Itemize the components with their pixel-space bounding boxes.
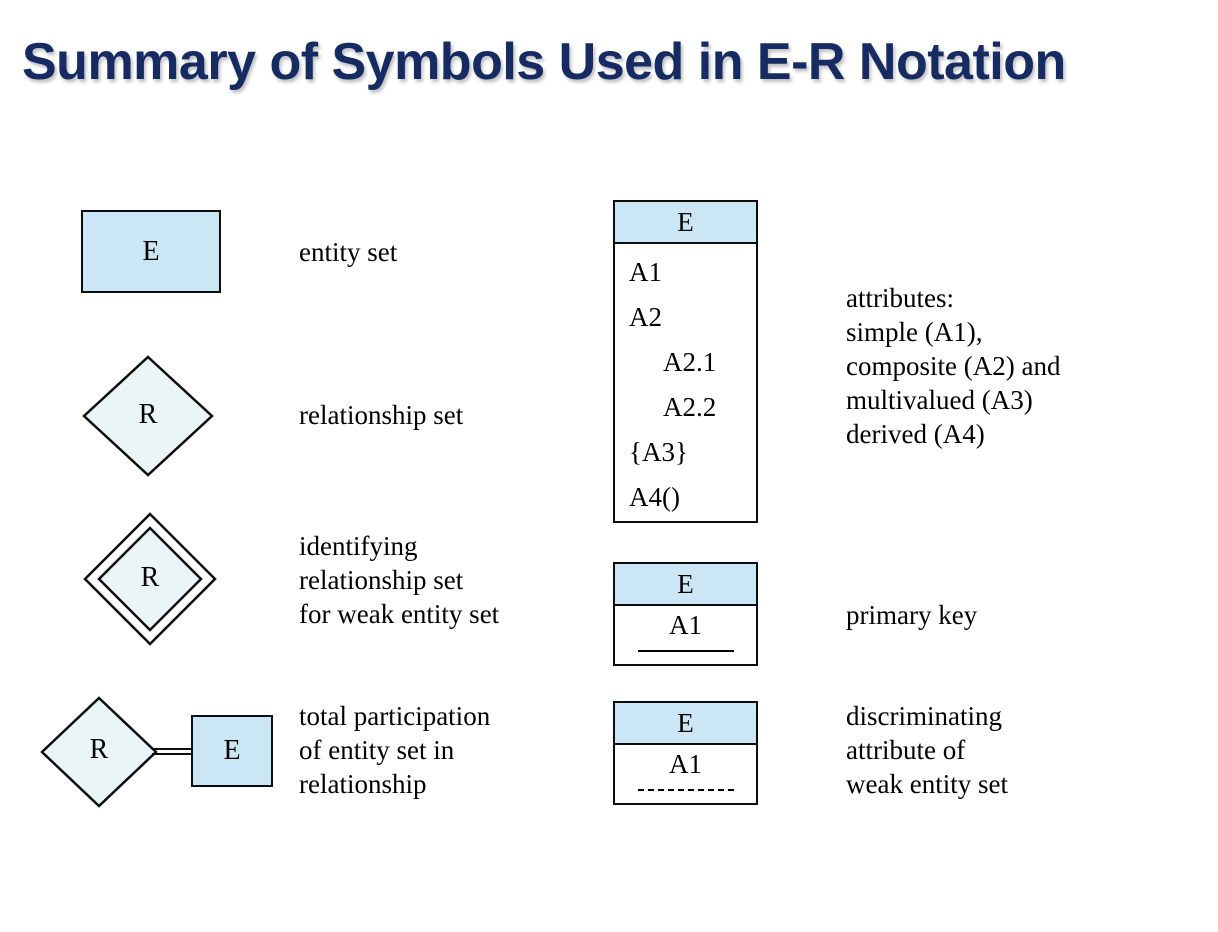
entity-set-symbol-label: E (142, 235, 160, 267)
total-participation-caption: total participation of entity set in rel… (299, 701, 491, 799)
identifying-relationship-set-symbol: R (83, 512, 217, 646)
relationship-set-symbol: R (82, 355, 214, 477)
total-participation-diamond: R (40, 696, 158, 808)
total-participation-entity-label: E (223, 735, 241, 766)
attributes-table-caption: attributes: simple (A1), composite (A2) … (846, 283, 1061, 449)
primary-key-table-header: E (615, 564, 756, 606)
identifying-relationship-set-caption: identifying relationship set for weak en… (299, 531, 500, 629)
total-participation-double-line (152, 748, 194, 755)
attribute-row: A1 (629, 257, 662, 287)
total-participation-entity-box: E (191, 715, 273, 787)
primary-key-table-body: A1 (615, 606, 756, 664)
identifying-relationship-set-symbol-label: R (140, 562, 160, 593)
attributes-table-header: E (615, 202, 756, 244)
attributes-table: E A1 A2 A2.1 A2.2 {A3} A4() (613, 200, 758, 523)
total-participation-diamond-label: R (89, 734, 109, 765)
primary-key-attribute: A1 (669, 610, 702, 640)
primary-key-table: E A1 (613, 562, 758, 666)
attribute-row: A4() (629, 482, 680, 512)
attribute-row: A2.1 (663, 347, 717, 377)
attributes-table-body: A1 A2 A2.1 A2.2 {A3} A4() (615, 244, 756, 528)
attribute-row: {A3} (629, 437, 688, 467)
discriminating-attribute-table-header: E (615, 703, 756, 745)
discriminating-attribute-value: A1 (669, 749, 702, 779)
primary-key-caption: primary key (846, 600, 978, 630)
entity-set-caption: entity set (299, 237, 398, 267)
attribute-row: A2.2 (663, 392, 717, 422)
relationship-set-caption: relationship set (299, 400, 464, 430)
discriminating-attribute-table: E A1 (613, 701, 758, 805)
discriminating-attribute-caption: discriminating attribute of weak entity … (846, 701, 1008, 799)
page-title: Summary of Symbols Used in E-R Notation (22, 33, 1066, 91)
discriminating-attribute-underline (637, 789, 734, 791)
relationship-set-symbol-label: R (138, 399, 158, 430)
attribute-row: A2 (629, 302, 662, 332)
primary-key-underline (637, 650, 734, 652)
entity-set-symbol: E (81, 210, 221, 293)
discriminating-attribute-table-body: A1 (615, 745, 756, 803)
